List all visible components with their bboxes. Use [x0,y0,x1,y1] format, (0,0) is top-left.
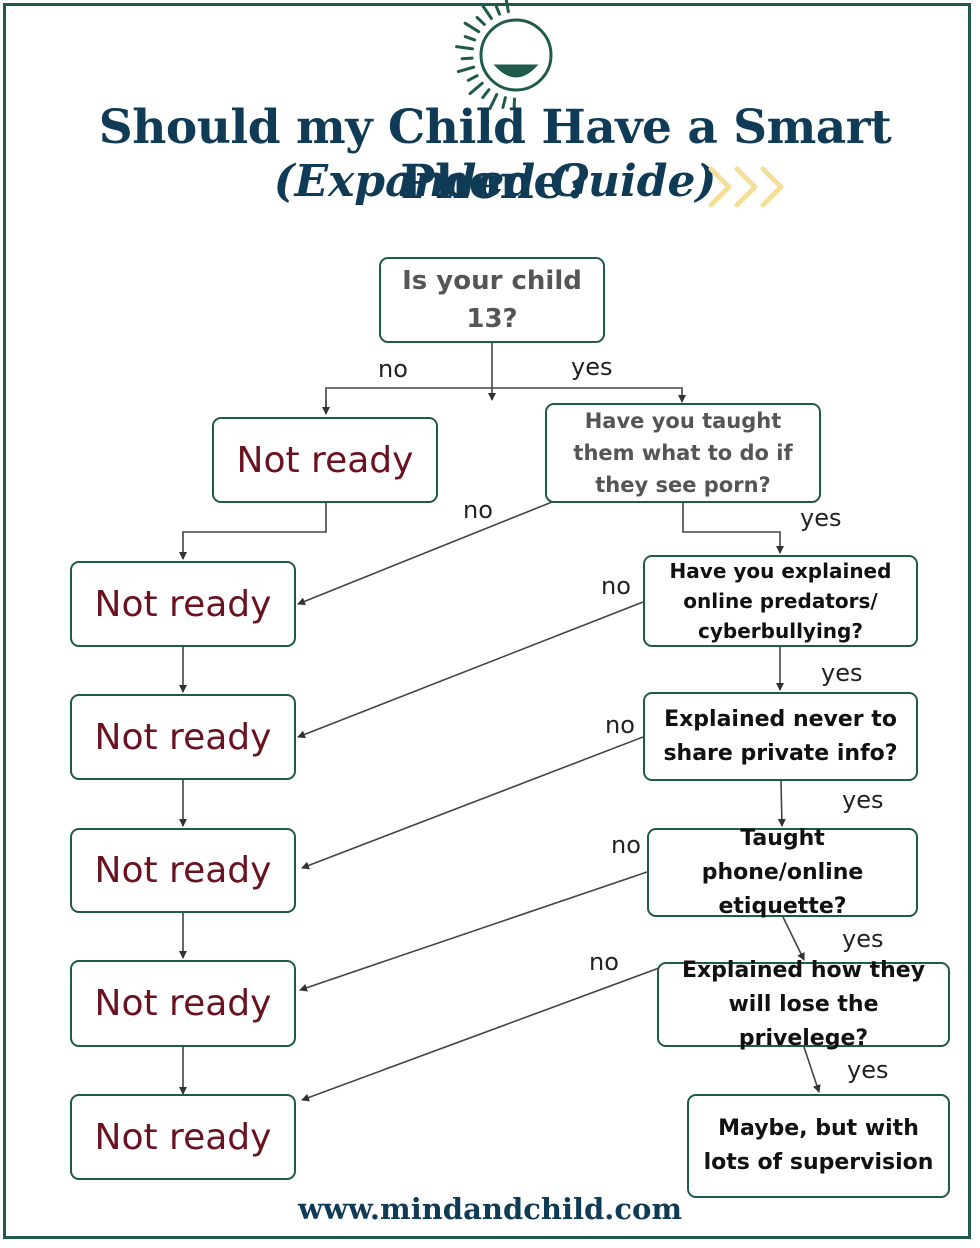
question-private-info-text: Explained never to share private info? [663,706,898,766]
outcome-not-ready-4: Not ready [70,828,296,913]
sun-ray [463,35,477,42]
outcome-text: Not ready [94,583,272,625]
question-etiquette-box: Taught phone/online etiquette? [647,826,918,919]
question-predators-text: Have you explained online predators/ cyb… [669,559,892,643]
label-no: no [611,831,641,859]
sun-ray [468,81,484,96]
sun-ray [456,65,476,74]
sun-ray [501,96,507,109]
outcome-not-ready-1: Not ready [212,417,438,503]
page-subtitle: (Expanded Guide) [273,156,717,207]
sun-ray [480,3,493,21]
outcome-not-ready-2: Not ready [70,561,296,647]
label-no: no [378,355,408,383]
sun-ray [475,15,486,26]
question-porn-box: Have you taught them what to do if they … [545,403,821,503]
label-yes: yes [821,659,863,687]
final-maybe-box: Maybe, but with lots of supervision [687,1094,950,1198]
question-etiquette-text: Taught phone/online etiquette? [701,825,864,919]
outcome-not-ready-3: Not ready [70,694,296,780]
outcome-text: Not ready [94,850,272,891]
footer-url: www.mindandchild.com [297,1192,683,1226]
question-privilege-text: Explained how they will lose the privele… [681,957,926,1051]
sun-ray [488,93,499,110]
label-no: no [601,572,631,600]
sun-ray [460,56,474,61]
sun-ray [455,45,474,51]
outcome-text: Not ready [236,439,414,481]
outcome-text: Not ready [94,983,272,1024]
sun-ray [463,21,481,34]
label-yes: yes [800,504,842,532]
label-yes: yes [847,1056,889,1084]
triple-chevron-icon [708,166,784,208]
question-age-text: Is your child 13? [402,266,582,334]
outcome-text: Not ready [94,1116,272,1158]
page-title: Should my Child Have a Smart Phone? [98,100,892,210]
outcome-text: Not ready [94,716,272,758]
outcome-not-ready-5: Not ready [70,960,296,1047]
label-yes: yes [571,353,613,381]
question-age-box: Is your child 13? [379,257,605,343]
question-privilege-box: Explained how they will lose the privele… [657,958,950,1051]
smiling-sun-logo-icon [455,0,553,110]
label-no: no [605,711,635,739]
label-no: no [589,948,619,976]
page-border [3,3,971,1239]
sun-ray [494,3,502,16]
label-no: no [463,496,493,524]
sun-ray [481,88,491,100]
sun-ray [512,97,516,110]
question-private-info-box: Explained never to share private info? [643,692,918,781]
label-yes: yes [842,925,884,953]
question-predators-box: Have you explained online predators/ cyb… [643,555,918,647]
sun-ray [504,0,510,14]
question-porn-text: Have you taught them what to do if they … [573,409,793,497]
outcome-not-ready-6: Not ready [70,1094,296,1180]
final-maybe-text: Maybe, but with lots of supervision [703,1116,934,1175]
label-yes: yes [842,786,884,814]
sun-ray [466,74,479,82]
